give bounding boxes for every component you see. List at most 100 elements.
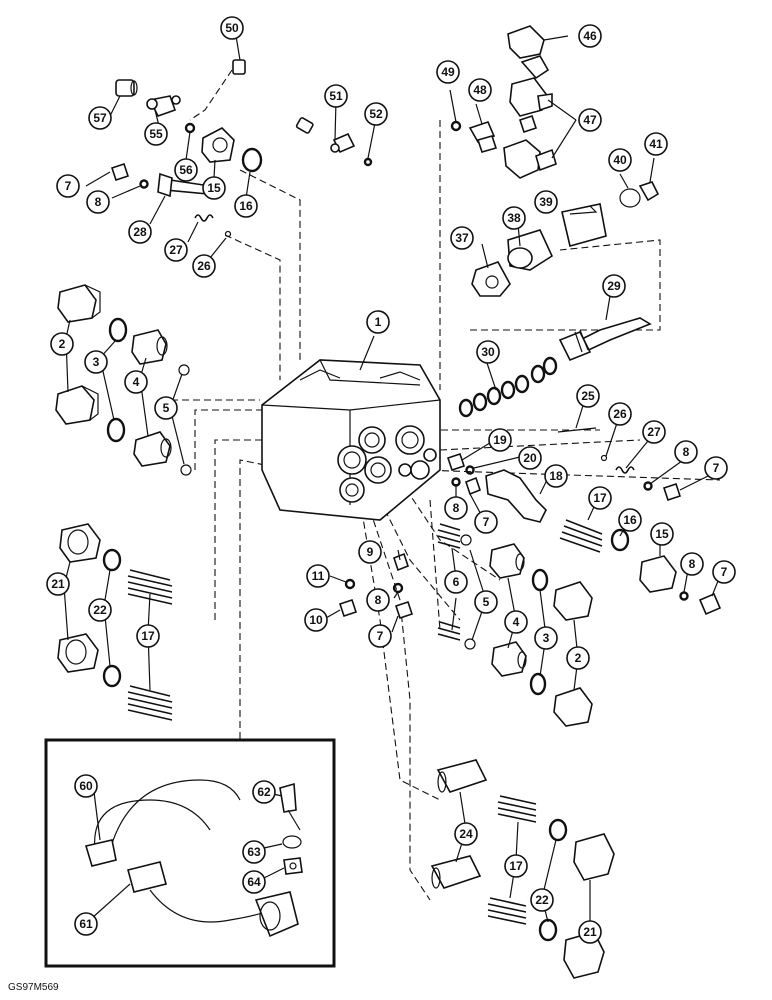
valve-body [261,359,441,521]
svg-text:7: 7 [377,629,384,643]
callout-15: 15 [202,176,226,200]
callout-8-right-lower: 8 [680,552,704,576]
svg-text:2: 2 [575,651,582,665]
callout-5-right: 5 [474,590,498,614]
callout-62: 62 [252,780,276,804]
svg-text:15: 15 [207,181,221,195]
svg-text:28: 28 [133,225,147,239]
svg-text:27: 27 [647,425,661,439]
svg-text:8: 8 [689,557,696,571]
callout-3-right: 3 [534,626,558,650]
callout-48: 48 [468,78,492,102]
svg-text:17: 17 [509,859,523,873]
callout-3-left: 3 [84,350,108,374]
callout-7-right-lower: 7 [712,560,736,584]
assembly-dashed-lines [160,69,721,901]
callout-27-right: 27 [642,420,666,444]
svg-text:7: 7 [721,565,728,579]
callout-17-right: 17 [588,486,612,510]
callout-10: 10 [304,608,328,632]
callout-52: 52 [364,102,388,126]
callout-8-upper-left: 8 [86,190,110,214]
callout-29: 29 [602,274,626,298]
svg-text:37: 37 [455,231,469,245]
upper-left-small-parts [110,162,232,238]
svg-text:16: 16 [623,513,637,527]
svg-text:52: 52 [369,107,383,121]
callout-8-lower-center: 8 [366,588,390,612]
svg-text:8: 8 [375,593,382,607]
svg-text:64: 64 [247,875,261,889]
callout-4-right: 4 [504,610,528,634]
callout-15-right: 15 [650,522,674,546]
svg-text:8: 8 [95,195,102,209]
callout-26-upper-left: 26 [192,254,216,278]
left-port-parts [55,284,192,476]
callout-6: 6 [444,570,468,594]
svg-text:63: 63 [247,845,261,859]
svg-text:29: 29 [607,279,621,293]
svg-text:61: 61 [79,917,93,931]
callout-50: 50 [220,16,244,40]
svg-text:47: 47 [583,113,597,127]
svg-text:25: 25 [581,389,595,403]
svg-text:46: 46 [583,29,597,43]
callout-28: 28 [128,220,152,244]
svg-text:21: 21 [583,925,597,939]
svg-text:18: 18 [549,469,563,483]
svg-text:3: 3 [543,631,550,645]
callout-51: 51 [324,84,348,108]
svg-text:51: 51 [329,89,343,103]
svg-text:24: 24 [459,827,473,841]
svg-text:30: 30 [481,345,495,359]
svg-text:2: 2 [59,337,66,351]
callout-2-right: 2 [566,646,590,670]
right-middle-parts [446,427,722,616]
callout-19: 19 [488,428,512,452]
svg-text:7: 7 [713,461,720,475]
svg-text:26: 26 [197,259,211,273]
callout-21-left: 21 [46,572,70,596]
callout-17-bottom: 17 [504,854,528,878]
callout-60: 60 [74,774,98,798]
callout-49: 49 [436,60,460,84]
callout-11: 11 [306,564,330,588]
figure-code: GS97M569 [8,982,59,993]
callout-40: 40 [608,148,632,172]
callout-17-left: 17 [136,624,160,648]
top-left-parts [115,59,373,173]
svg-text:7: 7 [483,515,490,529]
svg-text:48: 48 [473,83,487,97]
callout-64: 64 [242,870,266,894]
callout-16-right: 16 [618,508,642,532]
svg-text:62: 62 [257,785,271,799]
callout-56: 56 [174,158,198,182]
callout-5-left: 5 [154,396,178,420]
callout-4-left: 4 [124,370,148,394]
svg-text:4: 4 [513,615,520,629]
svg-text:40: 40 [613,153,627,167]
callout-24: 24 [454,822,478,846]
upper-right-fittings [450,25,660,208]
svg-text:5: 5 [163,401,170,415]
callout-26-right: 26 [608,402,632,426]
svg-text:55: 55 [149,127,163,141]
callout-22-bottom: 22 [530,888,554,912]
svg-text:16: 16 [239,199,253,213]
callout-7-right-upper: 7 [704,456,728,480]
callout-55: 55 [144,122,168,146]
svg-text:50: 50 [225,21,239,35]
svg-text:20: 20 [523,451,537,465]
svg-text:39: 39 [539,195,553,209]
svg-text:57: 57 [93,111,107,125]
callout-22-left: 22 [88,598,112,622]
callout-8-center: 8 [444,496,468,520]
svg-text:3: 3 [93,355,100,369]
callout-38: 38 [502,206,526,230]
svg-text:1: 1 [375,315,382,329]
callout-37: 37 [450,226,474,250]
callout-63: 63 [242,840,266,864]
svg-text:27: 27 [169,243,183,257]
callout-20: 20 [518,446,542,470]
